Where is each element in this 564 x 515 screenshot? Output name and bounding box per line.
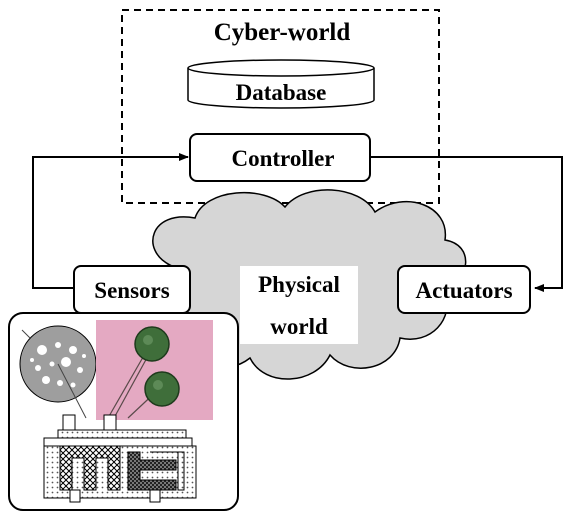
physical-world-label-bg	[240, 266, 358, 344]
sensor-disc-icon	[144, 371, 180, 407]
database-label: Database	[236, 80, 327, 105]
controller-label: Controller	[231, 146, 334, 171]
sensor-to-controller-arrow	[32, 153, 189, 289]
controller-box: Controller	[189, 133, 371, 182]
sensors-label: Sensors	[94, 278, 169, 303]
actuators-box: Actuators	[397, 265, 531, 314]
cyber-world-boundary	[121, 9, 440, 204]
physical-world-line2: world	[270, 314, 328, 339]
cyber-world-title: Cyber-world	[214, 19, 351, 46]
database-cylinder: Database	[187, 59, 375, 109]
actuators-label: Actuators	[415, 278, 512, 303]
sensor-illustration	[8, 312, 239, 511]
physical-world-line1: Physical	[258, 272, 340, 297]
controller-to-actuator-arrow	[370, 156, 563, 292]
sensor-cross-section	[43, 414, 197, 503]
sensors-box: Sensors	[73, 265, 191, 314]
sensor-photo	[96, 320, 213, 420]
sensor-disc-icon	[134, 326, 170, 362]
